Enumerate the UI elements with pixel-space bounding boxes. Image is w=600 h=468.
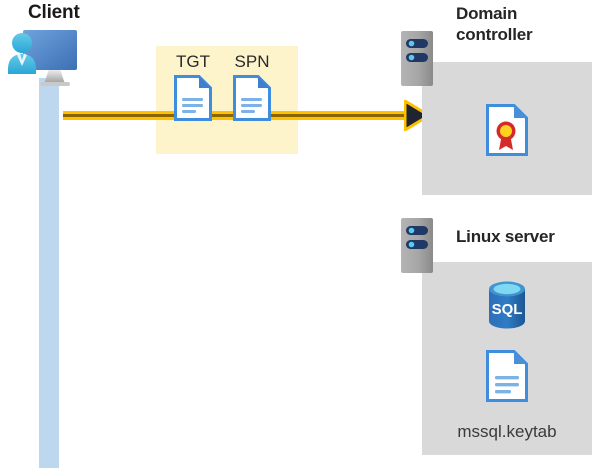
- server-rack-icon: [401, 31, 433, 86]
- document-icon: [229, 75, 275, 121]
- arrow-head-icon: [403, 98, 432, 133]
- keytab-file-label: mssql.keytab: [457, 422, 557, 441]
- client-label: Client: [28, 2, 80, 23]
- token-spn-label: SPN: [234, 52, 270, 71]
- token-spn: SPN: [229, 52, 275, 121]
- client-lifeline: [39, 78, 59, 468]
- token-tgt: TGT: [170, 52, 216, 121]
- document-icon: [486, 350, 528, 407]
- linux-server-title: Linux server: [456, 227, 555, 246]
- sql-badge-text: SQL: [492, 301, 523, 318]
- user-computer-icon: [4, 28, 96, 90]
- domain-controller-title: Domain controller: [456, 4, 533, 44]
- certificate-document-icon: [486, 104, 528, 161]
- server-rack-icon: [401, 218, 433, 273]
- token-tgt-label: TGT: [176, 52, 210, 71]
- sql-database-icon: SQL: [484, 280, 530, 335]
- document-icon: [170, 75, 216, 121]
